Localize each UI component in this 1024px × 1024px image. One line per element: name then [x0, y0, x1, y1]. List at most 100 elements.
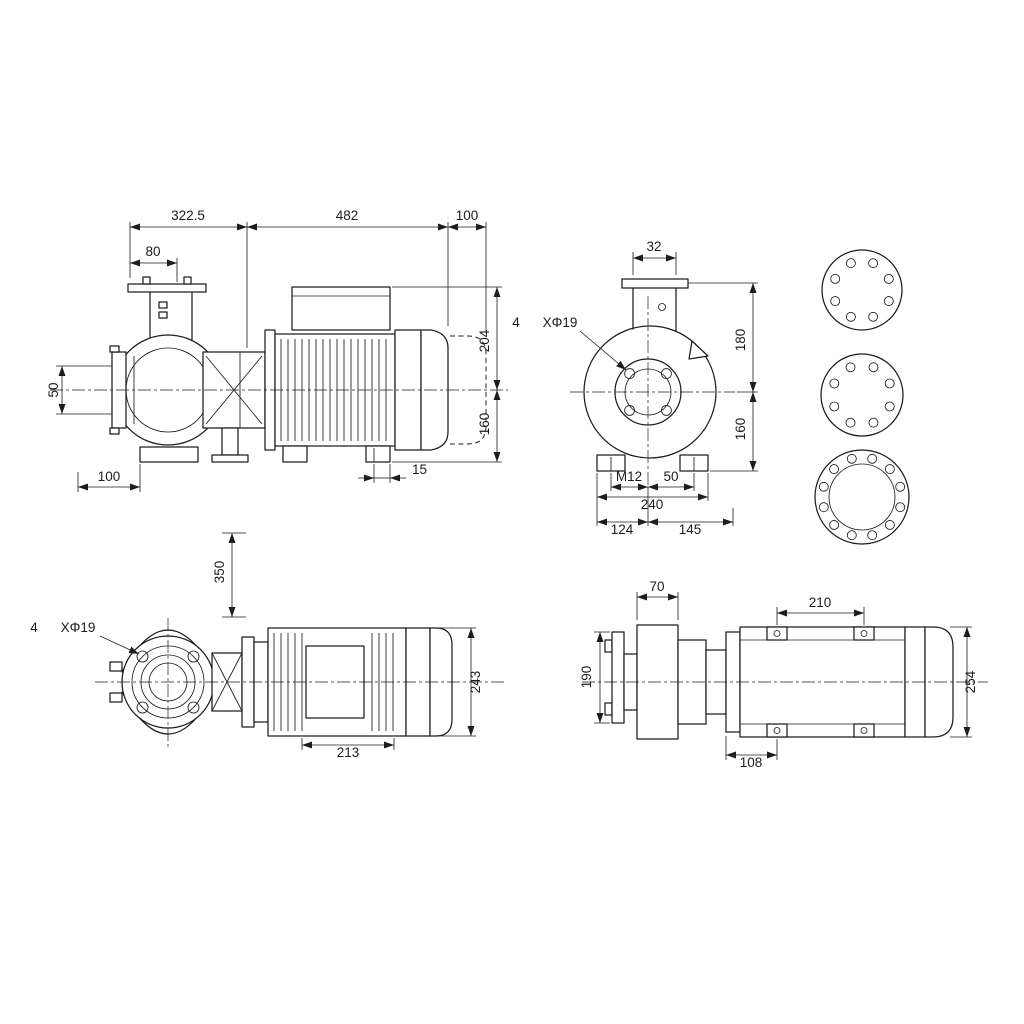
flange-stud [183, 276, 192, 285]
bolt-hole [845, 362, 856, 373]
bolt-hole [884, 464, 895, 475]
bolt-hole [846, 530, 857, 541]
pump-foot [139, 446, 199, 463]
bolt-hole [829, 378, 840, 389]
bolt-hole [624, 368, 636, 380]
bolt-hole [829, 519, 840, 530]
foot-hole-marks [610, 457, 695, 471]
discharge-neck [149, 291, 193, 341]
dim-label-32: 32 [646, 239, 661, 254]
bracket-foot-base [211, 454, 249, 463]
bolt-hole [867, 453, 878, 464]
foot-bolt-hole [773, 630, 781, 637]
bolt-hole [187, 701, 200, 714]
bolt-hole [830, 296, 841, 307]
bolt-hole [868, 311, 879, 322]
volute-front [583, 325, 717, 459]
dim-label-204: 204 [477, 329, 492, 352]
motor-foot-pad [853, 626, 875, 641]
bolt-hole [895, 481, 906, 492]
extension-lines [56, 222, 502, 492]
bolt-hole [868, 258, 879, 269]
bolt-hole [818, 502, 829, 513]
dim-label-190: 190 [579, 666, 594, 689]
dim-label-243: 243 [468, 671, 483, 694]
dim-label-100-foot: 100 [98, 469, 121, 484]
bracket-foot-column [221, 427, 239, 456]
dim-label-213: 213 [337, 745, 360, 760]
bolt-hole [136, 650, 149, 663]
bolt-hole [845, 258, 856, 269]
bolt-hole-leader [99, 635, 140, 655]
flange-lug [109, 692, 123, 703]
bolt-hole [884, 519, 895, 530]
flange-lug [604, 702, 613, 716]
flange-lug [109, 661, 123, 672]
bolt-hole [660, 404, 672, 416]
terminal-box [291, 286, 391, 331]
dim-label-350: 350 [212, 561, 227, 584]
flange-outline [814, 449, 910, 545]
dismantling-clearance-phantom [450, 335, 487, 445]
dim-label-100-clearance: 100 [456, 208, 479, 223]
bolt-hole [883, 296, 894, 307]
dim-label-160-side: 160 [477, 413, 492, 436]
side-view: 322.5 482 100 80 50 100 15 204 160 [46, 208, 508, 492]
bolt-size-label: XΦ19 [543, 315, 578, 330]
cutwater [688, 340, 709, 360]
bolt-hole-leader [579, 330, 627, 371]
bolt-hole [818, 481, 829, 492]
discharge-neck-front [632, 287, 677, 332]
top-view: 350 4 XΦ19 213 243 [30, 532, 505, 760]
motor-foot-pad [766, 723, 788, 738]
motor-foot-front [282, 445, 308, 463]
bolt-hole [660, 368, 672, 380]
dim-label-145: 145 [679, 522, 702, 537]
flange-drilling-middle [820, 353, 904, 437]
bolt-count-label: 4 [30, 620, 38, 635]
motor-foot-pad [766, 626, 788, 641]
foot-bolt-hole [860, 630, 868, 637]
plan-view: 70 210 190 254 108 [579, 579, 988, 770]
dim-label-180: 180 [733, 329, 748, 352]
suction-flange-bolt [109, 345, 120, 353]
bolt-hole [829, 401, 840, 412]
bolt-hole [884, 378, 895, 389]
flange-outline [821, 249, 903, 331]
bolt-hole [867, 530, 878, 541]
bolt-hole [829, 464, 840, 475]
dim-label-50-foot: 50 [663, 469, 678, 484]
discharge-flange [127, 283, 207, 293]
vent-plug [158, 311, 168, 319]
dim-label-254: 254 [963, 670, 978, 693]
dim-label-482: 482 [336, 208, 359, 223]
dim-label-210: 210 [809, 595, 832, 610]
suction-flange-plan [611, 631, 625, 724]
bolt-size-label: XΦ19 [61, 620, 96, 635]
bolt-count-label: 4 [512, 315, 520, 330]
bolt-hole [868, 362, 879, 373]
suction-flange-bolt [109, 427, 120, 435]
dim-label-108: 108 [740, 755, 763, 770]
flange-outline [820, 353, 904, 437]
bolt-hole [845, 417, 856, 428]
bolt-hole [883, 273, 894, 284]
bolt-hole [846, 453, 857, 464]
flange-drilling-bottom [814, 449, 910, 545]
centerlines [570, 296, 735, 485]
flange-inner-circle [828, 463, 896, 531]
dim-label-m12: M12 [616, 469, 642, 484]
vent-plug [158, 301, 168, 309]
dim-label-322-5: 322.5 [171, 208, 205, 223]
foot-bolt-hole [773, 727, 781, 734]
bolt-hole [895, 502, 906, 513]
bolt-hole [830, 273, 841, 284]
dim-label-15: 15 [412, 462, 427, 477]
centerlines [95, 618, 505, 748]
bolt-hole [884, 401, 895, 412]
flange-drilling-top [821, 249, 903, 331]
discharge-flange-front [621, 278, 689, 289]
motor-foot-rear [365, 445, 391, 463]
bolt-hole [868, 417, 879, 428]
